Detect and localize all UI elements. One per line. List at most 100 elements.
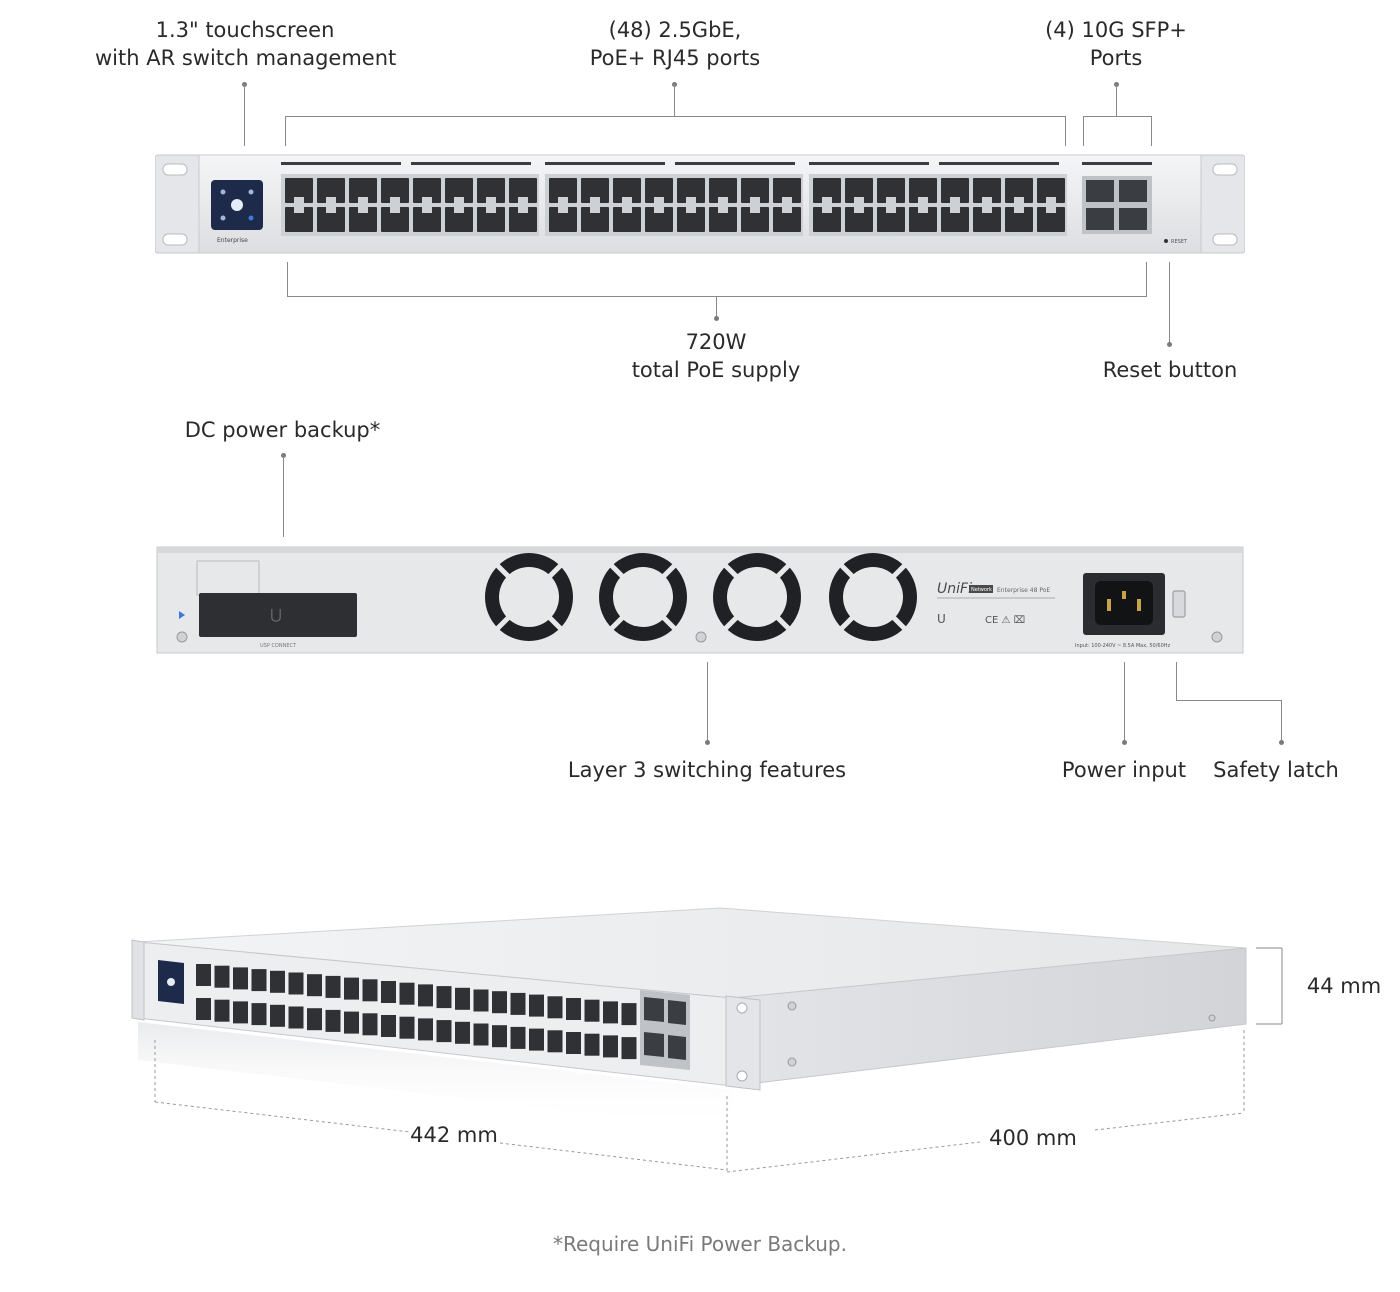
rj45-port-tab xyxy=(486,197,496,203)
iso-rj45-port xyxy=(270,1004,285,1027)
cooling-fan xyxy=(713,553,801,641)
rj45-port-tab xyxy=(454,197,464,203)
rj45-port xyxy=(677,207,705,232)
iso-rj45-port xyxy=(566,998,581,1020)
touchscreen-callout-line xyxy=(244,84,245,146)
port-led-strip xyxy=(939,162,1059,165)
rj45-port xyxy=(813,178,841,203)
iso-view-switch xyxy=(131,907,1283,1173)
rj45-port xyxy=(677,178,705,203)
safety-latch-label: Safety latch xyxy=(1208,756,1344,784)
rj45-label-line1: (48) 2.5GbE, xyxy=(608,18,742,42)
layer3-callout-dot xyxy=(705,740,710,745)
rj45-label-line2: PoE+ RJ45 ports xyxy=(589,46,761,70)
rj45-port xyxy=(477,178,505,203)
iso-rj45-port xyxy=(325,975,341,998)
safety-latch-callout-dot xyxy=(1279,740,1284,745)
touchscreen-label-line1: 1.3" touchscreen xyxy=(155,18,335,42)
rj45-port xyxy=(709,207,737,232)
svg-text:CE ⚠ ⌧: CE ⚠ ⌧ xyxy=(985,615,1025,626)
power-input-label-text: Power input xyxy=(1061,758,1187,782)
rj45-port-tab xyxy=(782,197,792,203)
iso-rj45-port xyxy=(473,989,489,1012)
iso-rj45-port xyxy=(399,1016,415,1039)
rj45-port xyxy=(613,178,641,203)
rj45-port-tab xyxy=(854,197,864,203)
rj45-port xyxy=(349,207,377,232)
poe-label-line2: total PoE supply xyxy=(631,358,801,382)
rj45-port xyxy=(413,207,441,232)
rj45-port xyxy=(413,178,441,203)
reset-button-label: Reset button xyxy=(1090,356,1250,384)
dc-power-backup-label: DC power backup* xyxy=(160,416,405,444)
iso-rj45-port xyxy=(381,1015,396,1037)
rj45-port xyxy=(709,178,737,203)
poe-callout-stem xyxy=(716,296,717,318)
rj45-port-tab xyxy=(782,207,792,213)
iso-rj45-port xyxy=(455,1021,470,1044)
dc-callout-line xyxy=(283,455,284,537)
port-led-strip xyxy=(809,162,929,165)
rj45-port-tab xyxy=(518,207,528,213)
rj45-port xyxy=(645,178,673,203)
iso-rj45-port xyxy=(510,1026,526,1049)
poe-bracket-bottom xyxy=(287,296,1147,297)
rj45-port xyxy=(941,178,969,203)
layer3-label-text: Layer 3 switching features xyxy=(567,758,847,782)
iso-rj45-port xyxy=(399,982,415,1005)
rj45-port-tab xyxy=(1014,207,1024,213)
rj45-port-tab xyxy=(686,207,696,213)
front-view-switch: Enterprise RESET xyxy=(155,154,1245,254)
iso-rj45-port xyxy=(566,1032,581,1054)
iso-rj45-port xyxy=(621,1037,637,1060)
iso-rj45-port xyxy=(547,996,563,1019)
rj45-port xyxy=(1005,178,1033,203)
rear-view-switch: ⋃ USP CONNECT UniFi Network Enterprise 4… xyxy=(156,546,1244,654)
rj45-port xyxy=(317,178,345,203)
rj45-port-tab xyxy=(390,207,400,213)
rj45-port-tab xyxy=(750,207,760,213)
rj45-port-tab xyxy=(486,207,496,213)
rj45-port-tab xyxy=(294,197,304,203)
usp-connect-text: USP CONNECT xyxy=(260,643,297,649)
rj45-port xyxy=(613,207,641,232)
iso-rj45-port xyxy=(196,998,211,1020)
rj45-port-tab xyxy=(390,197,400,203)
rj45-port-tab xyxy=(918,207,928,213)
rj45-port xyxy=(317,207,345,232)
sfp-ports-label: (4) 10G SFP+ Ports xyxy=(1036,16,1196,72)
poe-callout-dot xyxy=(714,316,719,321)
rj45-port-tab xyxy=(718,197,728,203)
rj45-port-tab xyxy=(750,197,760,203)
rj45-port xyxy=(1037,178,1065,203)
rj45-port-tab xyxy=(590,207,600,213)
poe-label-line1: 720W xyxy=(685,330,747,354)
poe-bracket-left xyxy=(287,262,288,296)
width-dimension-text: 442 mm xyxy=(410,1123,498,1147)
rj45-port xyxy=(877,178,905,203)
sfp-label-line1: (4) 10G SFP+ xyxy=(1045,18,1187,42)
fan-array xyxy=(485,553,917,641)
cooling-fan xyxy=(599,553,687,641)
port-led-strip xyxy=(675,162,795,165)
rj45-port-tab xyxy=(886,207,896,213)
rj45-port xyxy=(509,207,537,232)
height-dimension-text: 44 mm xyxy=(1306,974,1382,998)
depth-dimension-label: 400 mm xyxy=(978,1124,1088,1152)
iso-rj45-port xyxy=(473,1023,489,1046)
iso-rj45-port xyxy=(196,964,211,986)
rj45-port-tab xyxy=(654,207,664,213)
rj45-port-tab xyxy=(854,207,864,213)
iso-rj45-port xyxy=(529,1028,544,1051)
rj45-port xyxy=(1005,207,1033,232)
layer3-label: Layer 3 switching features xyxy=(560,756,854,784)
iso-rj45-port xyxy=(621,1003,637,1026)
sfp-bracket-top xyxy=(1083,116,1151,117)
iso-rj45-port xyxy=(584,999,600,1022)
safety-latch-callout-v2 xyxy=(1281,700,1282,742)
rj45-port-tab xyxy=(518,197,528,203)
iso-rj45-port xyxy=(492,1025,507,1048)
rj45-port xyxy=(581,207,609,232)
rj45-port xyxy=(813,207,841,232)
sfp-bracket-right xyxy=(1151,116,1152,146)
